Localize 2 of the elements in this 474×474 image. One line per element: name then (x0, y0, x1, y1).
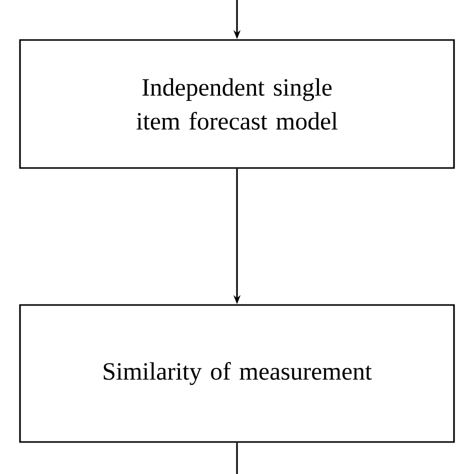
process-box: Similarity of measurement (19, 304, 455, 443)
process-box: Independent single item forecast model (19, 39, 455, 169)
